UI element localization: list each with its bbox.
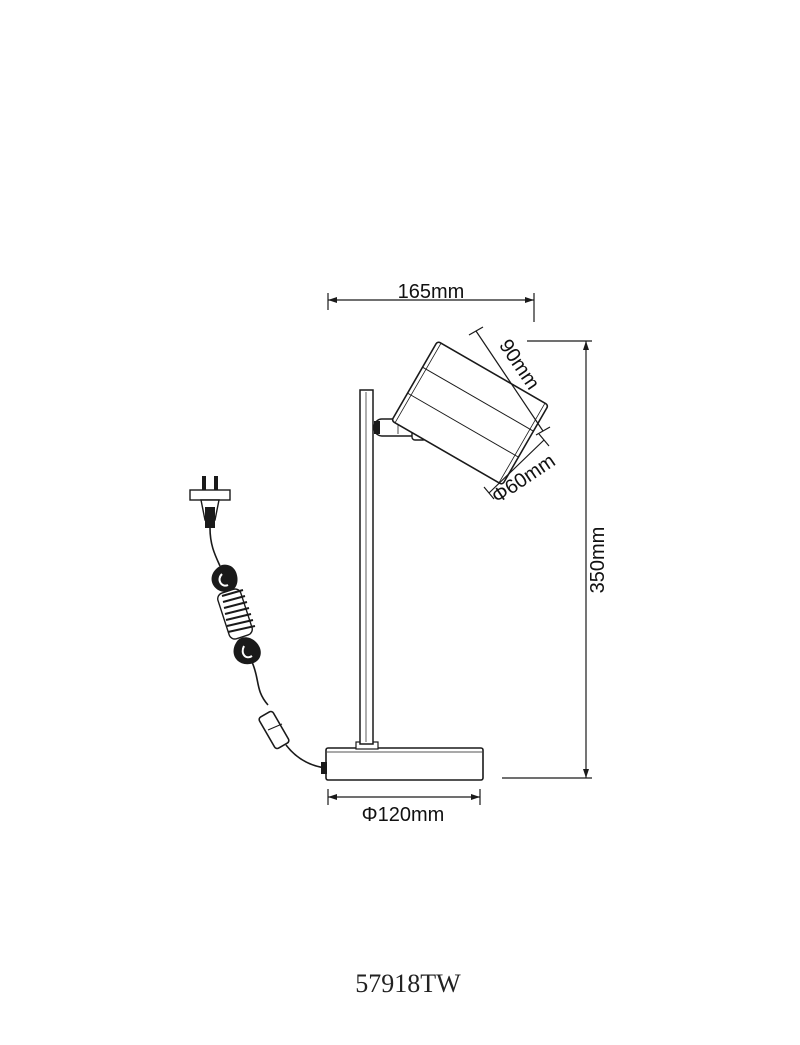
lamp-stem (359, 389, 374, 745)
height-dimension: 350mm (502, 340, 609, 779)
lamp-head (391, 341, 549, 485)
lamp-base (325, 741, 484, 781)
inline-switch (258, 710, 290, 750)
width-dimension: 165mm (327, 281, 535, 322)
width-label: 165mm (398, 281, 465, 303)
plug-icon (189, 476, 231, 528)
power-cable (189, 476, 327, 774)
base-diameter-dimension: Φ120mm (327, 789, 481, 826)
height-label: 350mm (587, 527, 609, 594)
model-number: 57918TW (355, 969, 461, 998)
cable-coil (217, 588, 256, 640)
base-diameter-label: Φ120mm (362, 804, 445, 826)
